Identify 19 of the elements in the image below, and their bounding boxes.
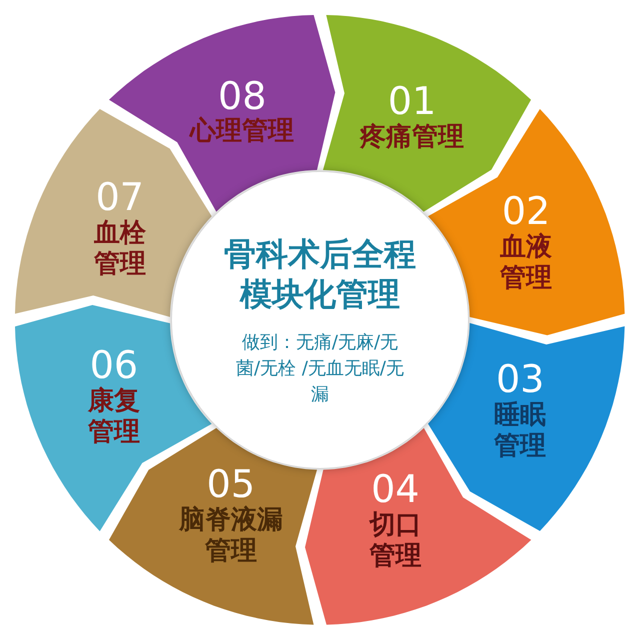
segment-number: 04 [371,470,420,510]
segment-number: 03 [496,360,544,400]
ring-segment [428,323,625,532]
segment-number: 05 [206,464,255,505]
segment-label: 血栓管理 [92,218,147,280]
center-title: 骨科术后全程模块化管理 [223,234,417,314]
segment-label: 脑脊液漏管理 [178,504,284,567]
segment-label: 康复管理 [86,386,141,448]
segment-label: 切口管理 [368,510,422,573]
segment-number: 06 [90,346,138,386]
segment-number: 08 [218,76,266,116]
segment-number: 02 [502,192,550,232]
center-note: 做到：无痛/无麻/无菌/无栓 /无血无眠/无漏 [235,331,405,408]
segment-label: 疼痛管理 [360,122,464,154]
segment-label: 睡眠管理 [492,400,548,462]
segment-number: 07 [96,178,144,218]
segment-label: 血液管理 [498,232,554,294]
segment-number: 01 [388,82,436,122]
segment-label: 心理管理 [190,116,294,148]
